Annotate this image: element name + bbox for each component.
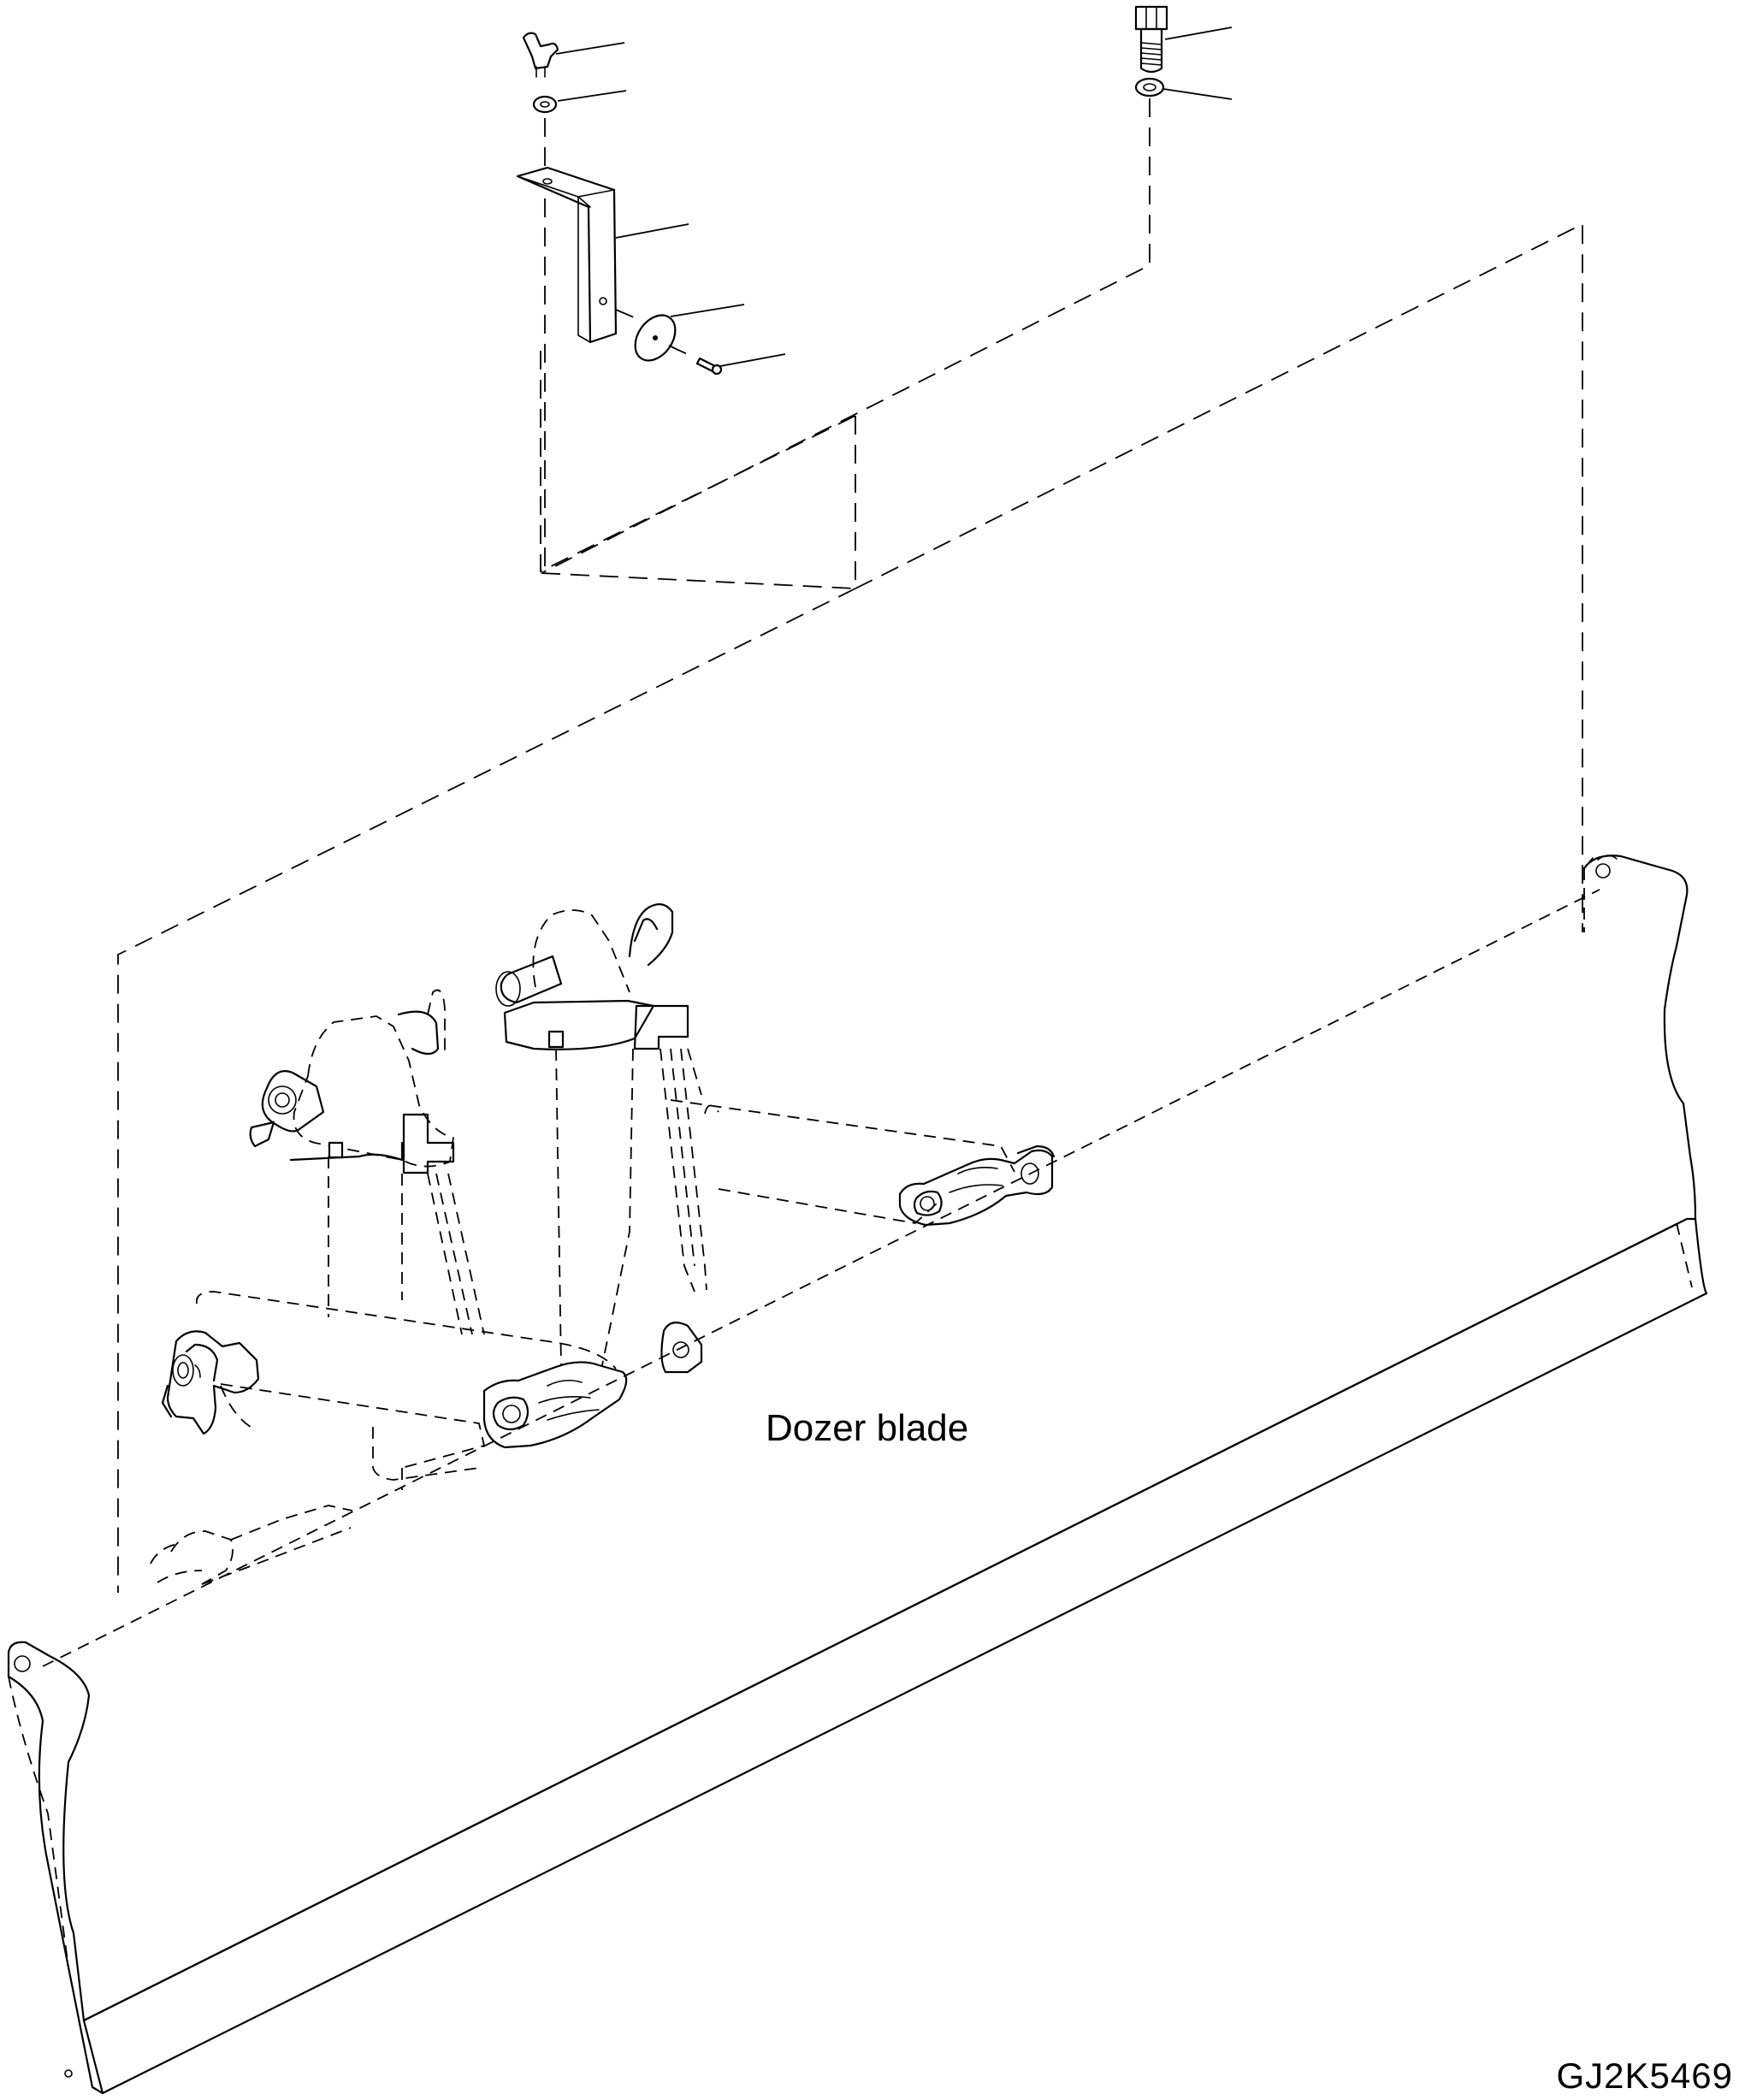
projection-lines	[117, 98, 1583, 1593]
screw-icon	[695, 357, 723, 376]
pivot-joint-right	[898, 1145, 1056, 1227]
leader-line	[615, 223, 689, 239]
lift-cylinder-left	[249, 989, 485, 1335]
bolt-icon	[1134, 5, 1168, 74]
left-lower-link	[150, 1468, 403, 1585]
leader-line	[719, 353, 786, 367]
washer-icon	[532, 95, 558, 114]
assembly-centerline	[668, 345, 695, 358]
lift-cylinder-right	[495, 902, 1015, 1366]
wing-nut-icon	[522, 32, 559, 78]
pivot-joint-center	[482, 1322, 703, 1449]
leader-line	[670, 304, 745, 317]
leader-line	[1164, 27, 1233, 40]
assembly-centerline	[615, 309, 641, 321]
tilt-arm-left	[161, 1291, 617, 1481]
figure-id-label: GJ2K5469	[1556, 2056, 1733, 2096]
bracket-icon	[516, 166, 618, 344]
washer-icon	[1134, 77, 1165, 98]
reflector-disc-icon	[634, 314, 677, 362]
leader-line	[557, 90, 627, 102]
leader-line	[555, 42, 625, 55]
leader-line	[1162, 88, 1233, 100]
dozer-blade-label: Dozer blade	[766, 1407, 969, 1449]
dozer-blade	[7, 855, 1708, 2095]
